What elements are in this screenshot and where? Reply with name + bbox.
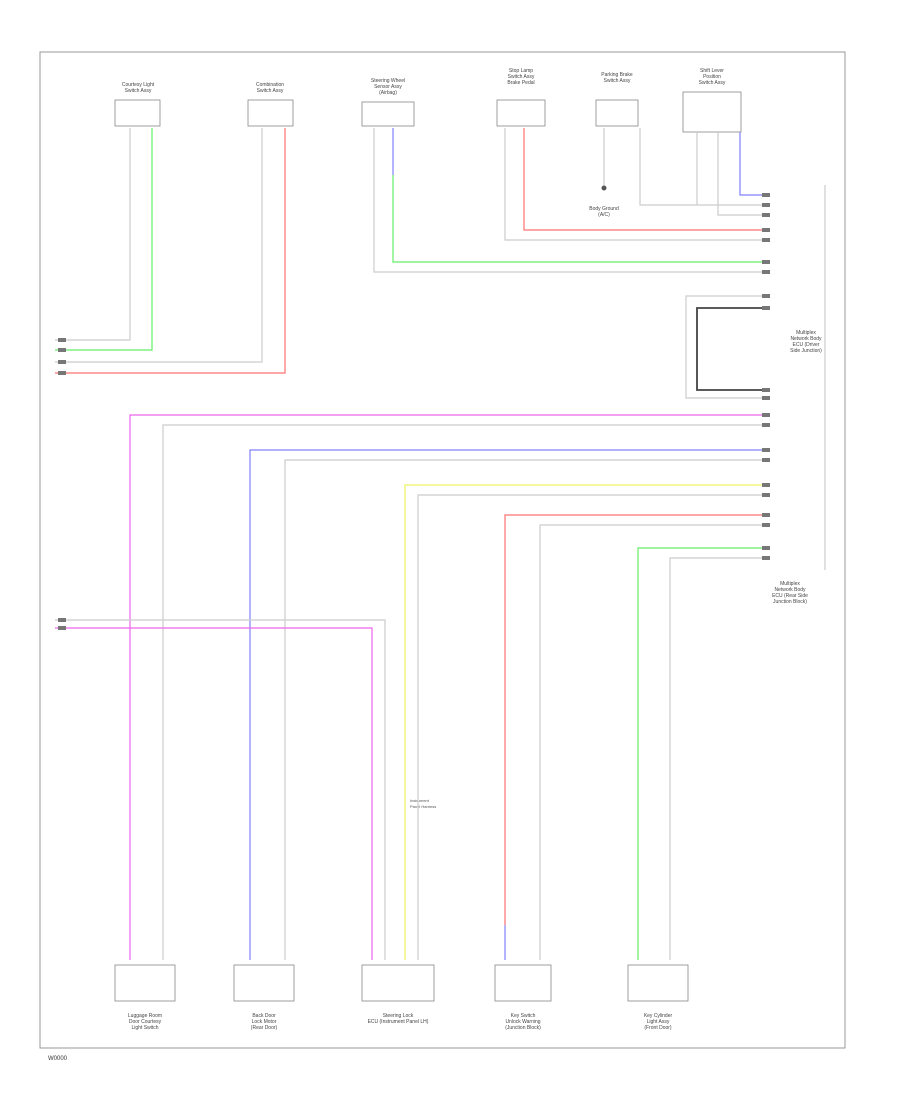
connector-pin-6 bbox=[762, 260, 770, 264]
bottom-component-box-2 bbox=[233, 964, 295, 1002]
connector-pin-9 bbox=[762, 306, 770, 310]
left-connector-pin-3 bbox=[58, 360, 66, 364]
wire-gray-11 bbox=[639, 128, 770, 206]
wire-black-16 bbox=[696, 307, 770, 391]
connector-pin-15 bbox=[762, 458, 770, 462]
connector-pin-4 bbox=[762, 228, 770, 232]
bottom-component-box-3 bbox=[361, 964, 435, 1002]
left-connector-pin-2 bbox=[58, 348, 66, 352]
pin-layer bbox=[58, 185, 770, 630]
wire-gray-8 bbox=[504, 128, 770, 241]
connector-pin-17 bbox=[762, 493, 770, 497]
wire-gray-3 bbox=[55, 128, 263, 363]
connector-pin-2 bbox=[762, 203, 770, 207]
wire-red-24 bbox=[504, 514, 770, 925]
connector-pin-20 bbox=[762, 546, 770, 550]
left-connector-pin-4 bbox=[58, 371, 66, 375]
left-connector-pin-5 bbox=[58, 618, 66, 622]
connector-pin-1 bbox=[762, 193, 770, 197]
wire-red-4 bbox=[55, 128, 286, 374]
connector-pin-13 bbox=[762, 423, 770, 427]
wire-green-7 bbox=[392, 175, 770, 263]
wire-gray-1 bbox=[55, 128, 131, 341]
left-connector-pin-6 bbox=[58, 626, 66, 630]
wire-magenta-29 bbox=[55, 627, 373, 960]
bottom-components bbox=[114, 964, 689, 1002]
connector-pin-10 bbox=[762, 388, 770, 392]
connector-pin-18 bbox=[762, 513, 770, 517]
connector-pin-7 bbox=[762, 270, 770, 274]
connector-pin-16 bbox=[762, 483, 770, 487]
bottom-component-box-4 bbox=[494, 964, 552, 1002]
wire-gray-17 bbox=[685, 295, 770, 399]
connector-pin-21 bbox=[762, 556, 770, 560]
wire-gray-23 bbox=[417, 494, 770, 960]
wire-gray-28 bbox=[669, 557, 770, 960]
wire-blue-20 bbox=[249, 449, 770, 960]
ground-symbol bbox=[601, 185, 607, 191]
connector-pin-14 bbox=[762, 448, 770, 452]
connector-pin-11 bbox=[762, 396, 770, 400]
wire-green-2 bbox=[55, 128, 153, 351]
connector-pin-3 bbox=[762, 213, 770, 217]
left-connector-pin-1 bbox=[58, 338, 66, 342]
connector-pin-19 bbox=[762, 523, 770, 527]
top-components bbox=[114, 91, 742, 133]
wire-blue-14 bbox=[739, 132, 770, 196]
wire-yellow-22 bbox=[404, 484, 770, 960]
wire-gray-26 bbox=[539, 524, 770, 960]
wire-gray-21 bbox=[284, 459, 770, 960]
diagram-frame bbox=[39, 51, 846, 1049]
top-component-box-6 bbox=[682, 91, 742, 133]
wire-gray-30 bbox=[55, 619, 386, 960]
wire-green-27 bbox=[637, 547, 770, 960]
connector-pin-8 bbox=[762, 294, 770, 298]
ground-label: Body Ground(A/C) bbox=[589, 206, 619, 218]
wire-gray-5 bbox=[373, 128, 770, 273]
wire-gray-19 bbox=[162, 424, 770, 960]
top-component-box-1 bbox=[114, 99, 161, 127]
connector-pin-12 bbox=[762, 413, 770, 417]
wire-magenta-18 bbox=[129, 414, 770, 960]
wire-red-9 bbox=[523, 128, 770, 231]
top-component-box-2 bbox=[247, 99, 294, 127]
wire-layer bbox=[55, 128, 826, 960]
top-component-box-3 bbox=[361, 101, 415, 127]
connector-pin-5 bbox=[762, 238, 770, 242]
bottom-component-box-5 bbox=[627, 964, 689, 1002]
top-component-box-5 bbox=[595, 99, 639, 127]
wire-gray-13 bbox=[717, 132, 770, 216]
bottom-component-box-1 bbox=[114, 964, 176, 1002]
top-component-box-4 bbox=[496, 99, 546, 127]
footer-code: W0000 bbox=[48, 1056, 68, 1062]
